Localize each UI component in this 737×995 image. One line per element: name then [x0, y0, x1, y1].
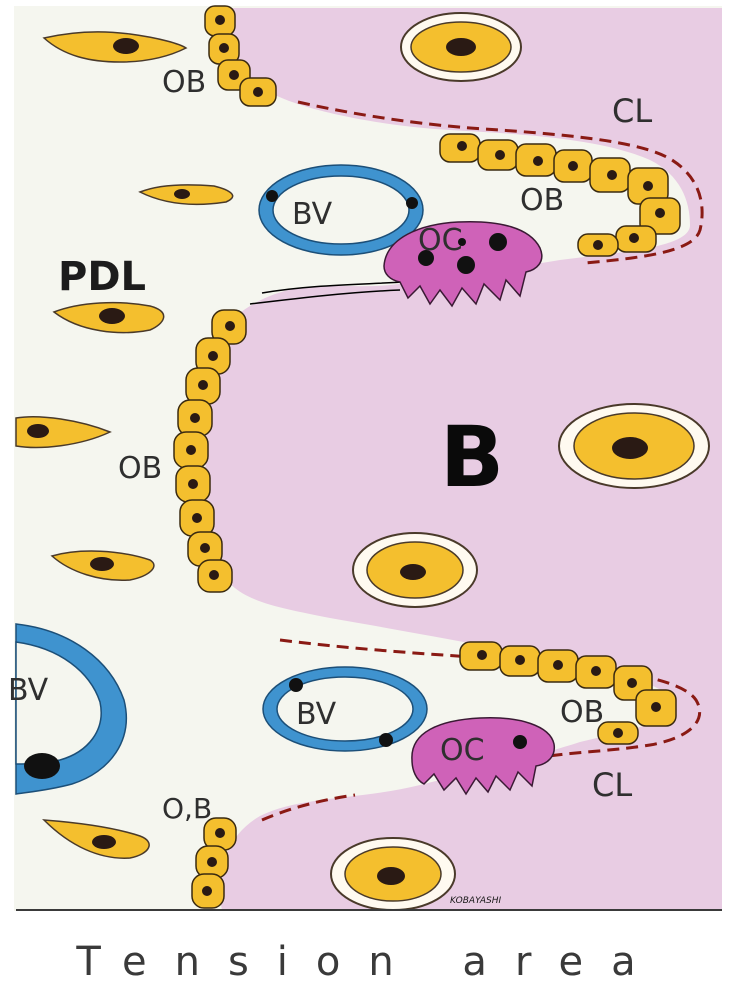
caption-tension-area: Tension area — [75, 939, 663, 985]
osteocyte-top — [401, 13, 521, 81]
osteocyte-bottom — [331, 838, 455, 910]
label-bone: B — [440, 408, 504, 506]
label-bv-left: BV — [8, 673, 49, 708]
osteocyte-middle — [353, 533, 477, 607]
label-cl-bottom: CL — [592, 766, 632, 804]
signature: KOBAYASHI — [450, 896, 502, 906]
label-ob-top: OB — [162, 65, 206, 100]
label-ob-upper-right: OB — [520, 183, 564, 218]
osteocyte-right — [559, 404, 709, 488]
label-oc-lower: OC — [440, 733, 485, 768]
label-cl-top: CL — [612, 92, 652, 130]
label-ob-middle: OB — [118, 451, 162, 486]
label-oc-upper: OC — [418, 223, 463, 258]
label-ob-lower-right: OB — [560, 695, 604, 730]
label-bv-lower: BV — [296, 697, 337, 732]
label-ob-bottom: O,B — [162, 792, 212, 825]
label-pdl: PDL — [58, 254, 146, 300]
blood-vessel-lower — [263, 667, 427, 751]
label-bv-upper: BV — [292, 197, 333, 232]
